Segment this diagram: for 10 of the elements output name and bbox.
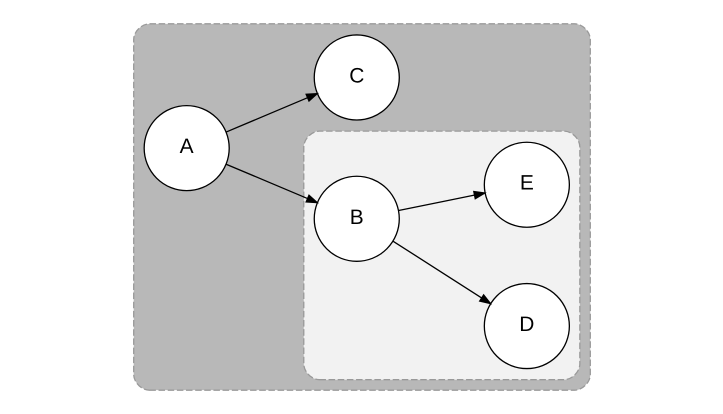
node-circle: D xyxy=(483,282,570,370)
arrow xyxy=(226,164,319,204)
node-circle: B xyxy=(313,176,400,262)
arrow xyxy=(226,92,319,133)
node-circle: C xyxy=(313,34,400,121)
node-circle: E xyxy=(483,142,570,228)
arrow xyxy=(392,240,492,305)
node-circle: A xyxy=(143,104,230,192)
arrow xyxy=(398,190,486,212)
cluster xyxy=(132,23,590,391)
